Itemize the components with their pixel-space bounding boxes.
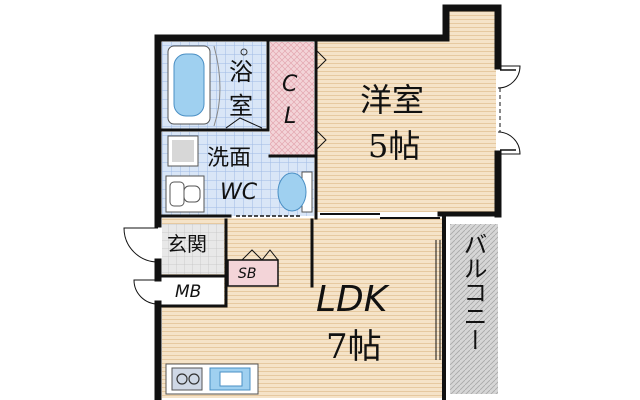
entrance-name: 玄関 (167, 232, 207, 256)
swing-doors (123, 49, 521, 305)
ldk-size: 7帖 (326, 327, 382, 367)
window-marks (500, 69, 516, 151)
shoe-box-label: SB (238, 266, 257, 282)
washbasin-icon (167, 135, 199, 167)
bathroom-name-top: 浴 (229, 58, 253, 86)
closet-floor (270, 42, 314, 156)
walls (154, 4, 502, 400)
bathtub-icon (167, 45, 211, 125)
meter-box-floor (162, 276, 224, 306)
western-room-alcove-floor (446, 10, 496, 42)
meter-box-label: MB (175, 282, 202, 302)
entrance-floor (162, 224, 224, 274)
shoe-box (227, 259, 279, 287)
western-room-name: 洋室 (360, 81, 425, 119)
balcony-name: バルコニー (459, 232, 487, 352)
balcony-floor (450, 224, 498, 394)
ldk-name: LDK (316, 279, 388, 320)
closet-label-c: C (282, 72, 298, 97)
kitchen-counter (165, 363, 259, 395)
washing-machine-icon (165, 175, 205, 213)
sliding-doors (236, 213, 441, 360)
toilet-icon (277, 171, 313, 213)
washroom-name: 洗面 (207, 146, 252, 171)
western-room-size: 5帖 (368, 127, 421, 165)
toilet-name: WC (220, 180, 258, 205)
closet-label-l: L (284, 104, 297, 129)
bathroom-name-bottom: 室 (229, 92, 253, 120)
western-room-floor (316, 40, 496, 212)
shower-icon (213, 45, 248, 127)
